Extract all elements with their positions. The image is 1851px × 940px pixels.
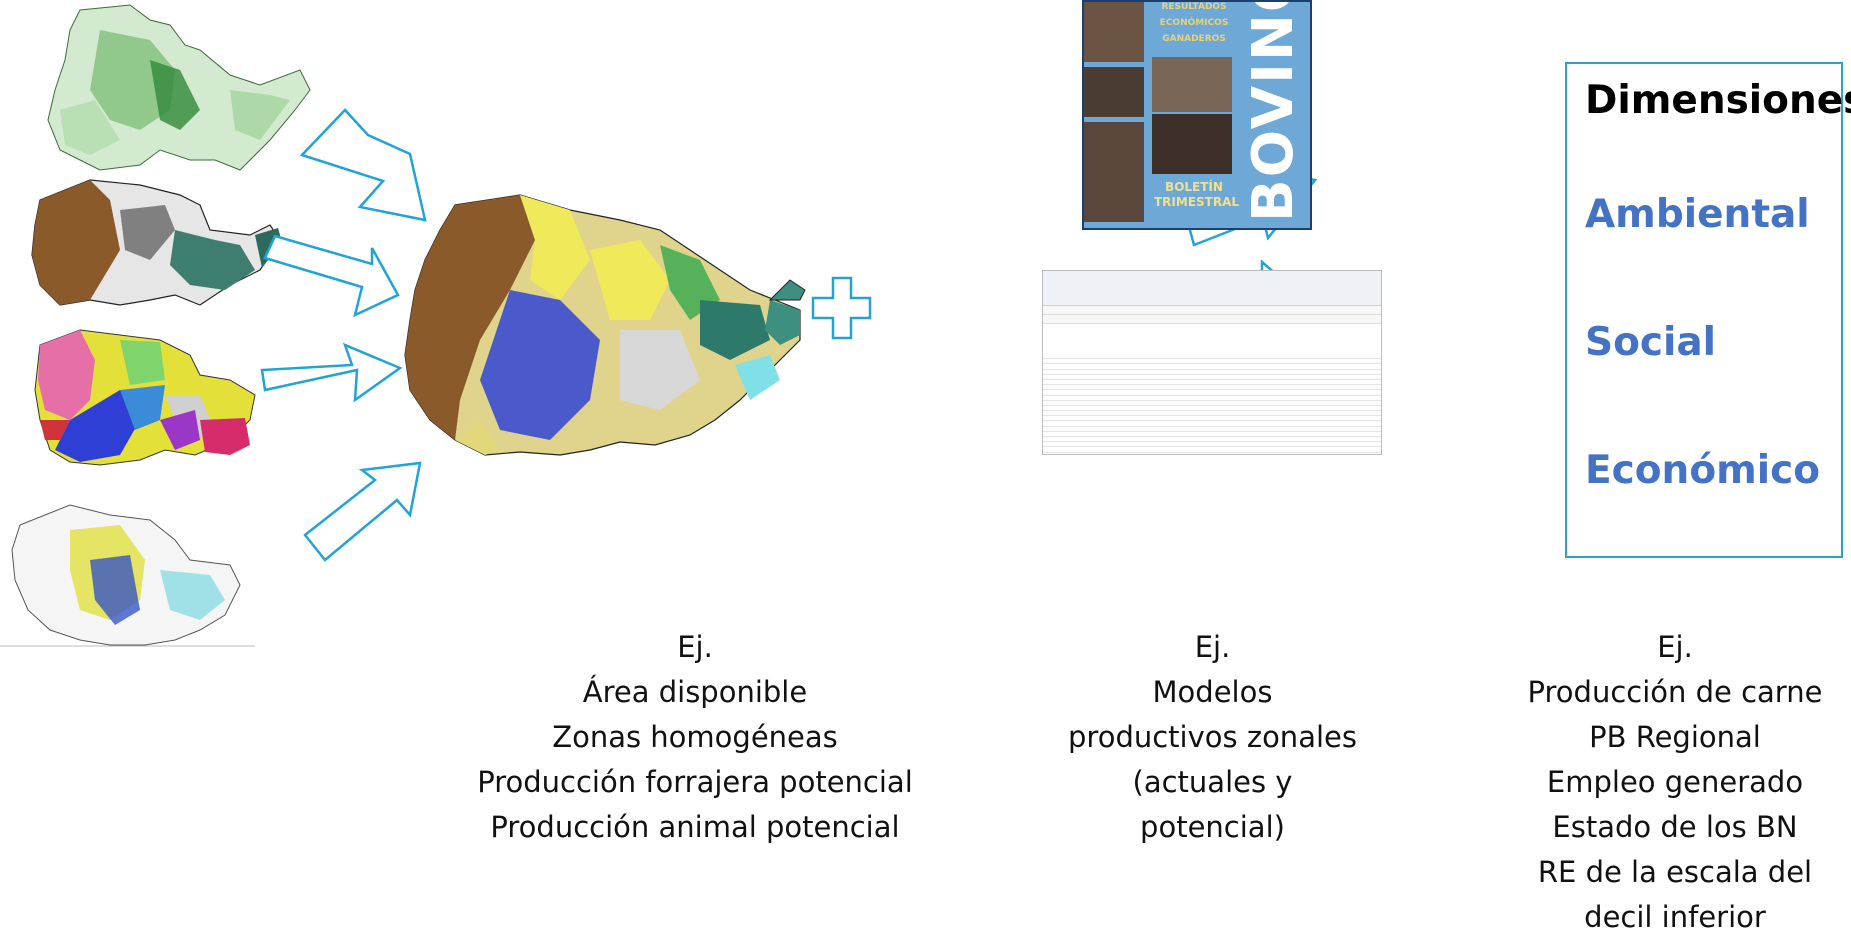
caption-line: Zonas homogéneas [552,720,838,754]
caption-line: Ej. [1657,630,1693,664]
caption-line: Empleo generado [1546,765,1804,799]
caption-left: Ej. Área disponible Zonas homogéneas Pro… [440,625,950,850]
dimensions-title: Dimensiones [1585,78,1851,123]
cover-footer-line: BOLETÍN [1165,180,1223,194]
spreadsheet-image [1042,270,1382,455]
caption-line: (actuales y [1132,765,1293,799]
caption-line: Área disponible [582,675,808,709]
caption-mid: Ej. Modelos productivos zonales (actuale… [1040,625,1385,850]
caption-line: Modelos [1152,675,1273,709]
caption-line: Producción forrajera potencial [477,765,913,799]
caption-line: PB Regional [1589,720,1761,754]
caption-right: Ej. Producción de carne PB Regional Empl… [1500,625,1850,940]
arrow-map2-to-center [263,234,400,318]
report-cover-image: RESULTADOS ECONÓMICOS GANADEROS BOLETÍN … [1082,0,1312,230]
caption-line: potencial) [1140,810,1285,844]
map-thumbnail-homogeneous-zones [34,329,256,466]
arrow-map3-to-center [260,342,403,403]
cover-footer-line: TRIMESTRAL [1154,195,1240,209]
caption-line: Estado de los BN [1552,810,1798,844]
caption-line: RE de la escala del [1537,855,1813,889]
caption-line: decil inferior [1584,900,1766,934]
cover-header-line: GANADEROS [1162,34,1226,44]
dimensions-box: Dimensiones Ambiental Social Económico [1565,62,1851,558]
map-thumbnail-animal-production [0,504,255,647]
dimension-economico: Económico [1585,448,1821,493]
arrow-map1-to-center [299,108,427,222]
caption-line: Producción de carne [1527,675,1823,709]
dimension-social: Social [1585,320,1717,365]
caption-line: productivos zonales [1068,720,1357,754]
caption-line: Ej. [677,630,713,664]
cover-header-line: RESULTADOS [1161,2,1227,12]
cover-header-line: ECONÓMICOS [1159,18,1229,28]
plus-icon [811,276,872,340]
caption-line: Ej. [1194,630,1231,664]
map-thumbnail-forage [47,4,311,171]
map-thumbnail-zones [31,179,282,306]
dimension-ambiental: Ambiental [1585,192,1810,237]
map-combined-center [404,194,806,456]
caption-line: Producción animal potencial [490,810,900,844]
arrow-map4-to-center [303,461,422,562]
cover-title: BOVINO [1241,0,1306,222]
